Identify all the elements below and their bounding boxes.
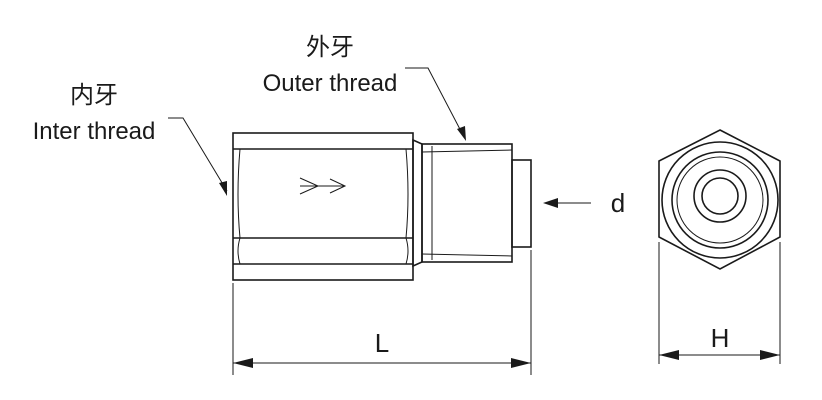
- hex-inscribed-circle: [661, 141, 779, 259]
- dimension-L: [232, 250, 532, 375]
- inner-thread-label-cn: 内牙: [70, 82, 118, 109]
- end-view: [658, 129, 781, 364]
- male-thread-section: [412, 138, 513, 268]
- inner-bore: [701, 177, 739, 215]
- dimension-L-label: L: [375, 328, 389, 358]
- middle-ring: [676, 156, 764, 244]
- hex-body: [232, 132, 414, 281]
- dimension-H-label: H: [711, 323, 730, 353]
- outer-thread-leader: [405, 67, 466, 141]
- inner-thread-label-en: Inter thread: [33, 118, 156, 145]
- dimension-H: [658, 242, 781, 364]
- dimension-d-label: d: [611, 188, 625, 218]
- outer-thread-label-en: Outer thread: [263, 70, 398, 97]
- side-view: [168, 67, 591, 375]
- dimension-d-arrow: [543, 198, 591, 208]
- flow-direction-arrow-icon: [299, 177, 347, 195]
- outer-ring: [671, 151, 769, 249]
- hex-outline: [658, 129, 781, 270]
- inner-bore-outer: [693, 169, 747, 223]
- inner-thread-leader: [168, 117, 228, 196]
- outlet-nose: [511, 159, 532, 248]
- outer-thread-label-cn: 外牙: [306, 34, 354, 61]
